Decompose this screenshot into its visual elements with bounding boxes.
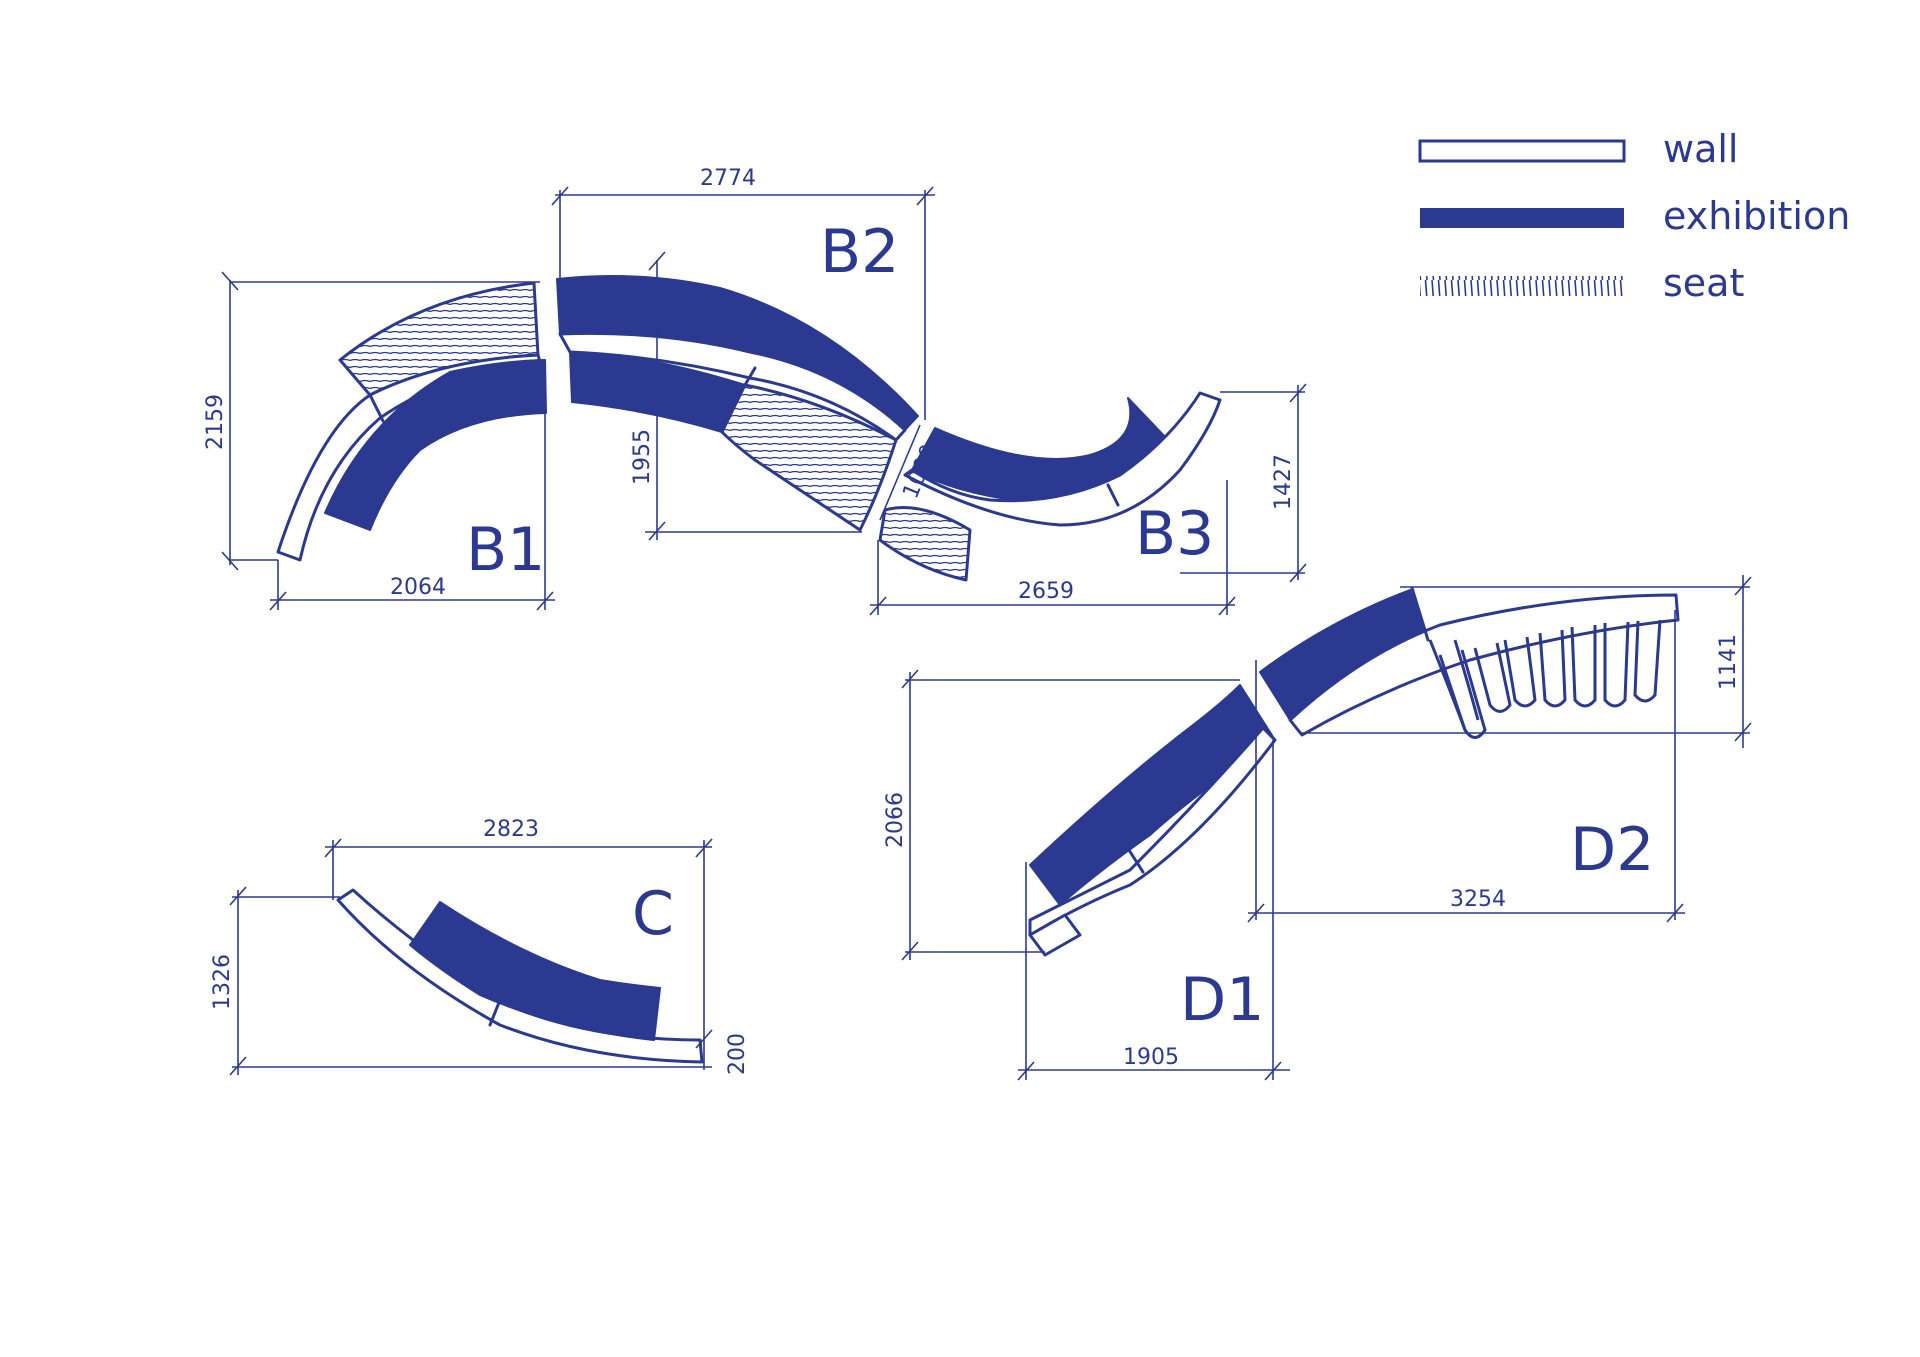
d1-divider xyxy=(1125,845,1145,874)
d2-seat-loops xyxy=(1438,619,1662,739)
dim-b3-width: 2659 xyxy=(1018,579,1074,604)
dim-d1-width: 1905 xyxy=(1123,1045,1179,1070)
module-c xyxy=(336,888,704,1064)
b1-exhibition xyxy=(324,359,547,531)
dimension-labels: 2774 2159 2064 1955 1000 2659 1427 2823 … xyxy=(203,166,1741,1075)
module-d2 xyxy=(1259,586,1680,739)
dim-c-height: 1326 xyxy=(210,954,235,1010)
dim-c-width: 2823 xyxy=(483,817,539,842)
label-c: C xyxy=(632,879,674,949)
d1-exhibition xyxy=(1029,684,1276,906)
module-b2 xyxy=(556,275,919,532)
d1-end-wall xyxy=(1028,913,1082,957)
legend: wall exhibition seat xyxy=(1418,127,1850,305)
b2-seat xyxy=(720,383,898,532)
module-b3 xyxy=(878,391,1222,582)
module-b1 xyxy=(276,281,547,562)
b1-wall xyxy=(276,353,542,562)
label-d1: D1 xyxy=(1180,965,1264,1035)
dimension-lines xyxy=(221,186,1752,1081)
legend-seat-swatch xyxy=(1420,276,1624,296)
legend-wall-label: wall xyxy=(1663,127,1738,171)
b3-seat xyxy=(878,506,972,582)
module-d1 xyxy=(1028,684,1277,957)
dim-b3-height: 1427 xyxy=(1271,454,1296,510)
d2-divider xyxy=(1410,586,1430,642)
label-d2: D2 xyxy=(1570,815,1654,885)
d2-wall xyxy=(1288,593,1680,737)
module-labels: B1 B2 B3 C D1 D2 xyxy=(466,217,1654,1035)
legend-exhibition-swatch xyxy=(1420,208,1624,228)
legend-seat-label: seat xyxy=(1663,261,1744,305)
dim-b2-height: 1955 xyxy=(630,429,655,485)
b3-divider xyxy=(1106,483,1120,507)
dim-b1-height: 2159 xyxy=(203,394,228,450)
label-b3: B3 xyxy=(1135,499,1214,569)
b3-wall xyxy=(903,391,1222,527)
legend-exhibition-label: exhibition xyxy=(1663,194,1850,238)
dim-b1-width: 2064 xyxy=(390,575,446,600)
b1-divider xyxy=(368,393,385,423)
b2-wall xyxy=(558,331,907,442)
dim-d2-height: 1141 xyxy=(1716,634,1741,690)
c-divider xyxy=(488,998,502,1027)
legend-wall-swatch xyxy=(1418,139,1626,163)
dim-c-thickness: 200 xyxy=(725,1033,750,1075)
dim-b2-width: 2774 xyxy=(700,166,756,191)
c-exhibition xyxy=(409,901,661,1041)
label-b2: B2 xyxy=(820,217,899,287)
dim-d1-height: 2066 xyxy=(883,792,908,848)
d1-wall xyxy=(1028,726,1277,937)
b2-divider xyxy=(743,366,757,387)
label-b1: B1 xyxy=(466,515,545,585)
dim-d2-width: 3254 xyxy=(1450,887,1506,912)
